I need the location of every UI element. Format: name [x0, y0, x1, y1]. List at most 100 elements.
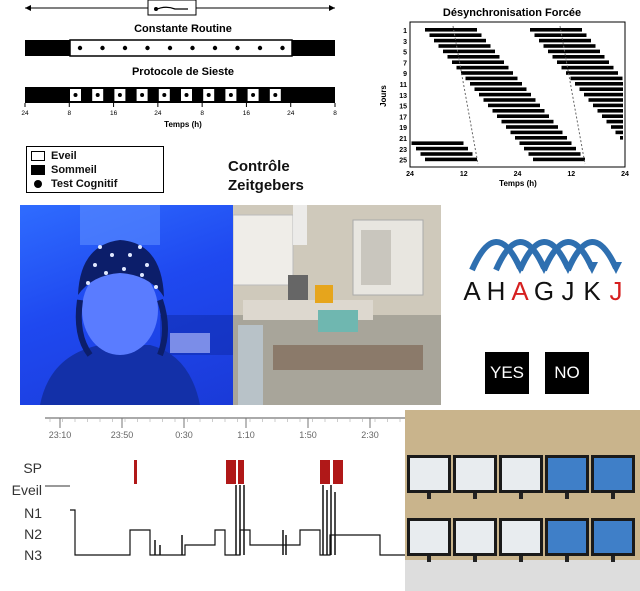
desync-day-label: 5 [403, 50, 407, 57]
monitor-stand [611, 493, 615, 499]
desync-sleep-bar [515, 136, 567, 140]
desync-tick-label: 24 [406, 171, 414, 178]
monitor-screen [502, 458, 540, 490]
legend-box: Eveil Sommeil Test Cognitif [26, 146, 164, 193]
desync-sleep-bar [602, 114, 623, 118]
desync-sleep-bar [597, 109, 623, 113]
desync-sleep-bar [561, 65, 614, 70]
monitor-screen [502, 521, 540, 553]
sieste-title: Protocole de Sieste [132, 66, 234, 78]
sieste-dot [206, 93, 211, 97]
desync-sleep-bar [497, 114, 549, 118]
sieste-dot [73, 93, 78, 97]
routine-dot [235, 45, 240, 51]
desync-sleep-bar [470, 82, 522, 86]
sequence-letter: J [610, 276, 623, 306]
monitor-screen [410, 521, 448, 553]
sieste-dot [184, 93, 189, 97]
hypno-time-label: 1:10 [237, 430, 255, 440]
sieste-dot [117, 93, 122, 97]
desync-day-label: 1 [403, 28, 407, 35]
hypno-stage-label: N3 [24, 547, 42, 563]
desync-sleep-bar [425, 157, 477, 162]
desync-sleep-bar [465, 76, 518, 81]
desync-day-label: 15 [399, 104, 407, 111]
monitor-screen [456, 458, 494, 490]
sequence-letter: J [562, 276, 575, 306]
desync-sleep-bar [543, 44, 596, 48]
desync-day-label: 7 [403, 60, 407, 67]
sequence-letter: H [487, 276, 506, 306]
sequence-letter: A [463, 276, 481, 306]
dot-icon [34, 180, 42, 188]
monitor-stand [611, 556, 615, 562]
sieste-tick-label: 16 [243, 110, 251, 117]
sieste-dot [162, 93, 167, 97]
hypno-time-label: 23:50 [111, 430, 134, 440]
monitor-stand [519, 556, 523, 562]
desync-sleep-bar [566, 71, 618, 75]
yes-button-label: YES [489, 363, 525, 382]
legend-label: Eveil [51, 150, 77, 162]
desync-sleep-bar [411, 141, 464, 145]
desync-sleep-bar [488, 103, 540, 108]
desync-sleep-bar [519, 141, 572, 145]
desync-sleep-bar [483, 98, 536, 102]
no-button[interactable]: NO [545, 352, 589, 394]
sieste-dot [251, 93, 256, 97]
monitor-stand [427, 556, 431, 562]
monitor-screen [456, 521, 494, 553]
hypno-time-label: 2:30 [361, 430, 379, 440]
nback-arc [565, 239, 619, 272]
sequence-letter: A [511, 276, 529, 306]
desync-tick-label: 12 [567, 171, 575, 178]
routine-dot [212, 45, 218, 51]
routine-dot [167, 45, 173, 51]
desync-tick-label: 12 [460, 171, 468, 178]
sieste-dot [228, 93, 233, 97]
desync-sleep-bar [416, 146, 468, 151]
desync-title: Désynchronisation Forcée [443, 7, 581, 19]
hypno-time-label: 23:10 [49, 430, 72, 440]
desync-day-label: 17 [399, 114, 407, 121]
desync-sleep-bar [524, 146, 576, 151]
desync-day-label: 3 [403, 39, 407, 46]
yes-button[interactable]: YES [485, 352, 529, 394]
routine-dot [280, 45, 285, 51]
sieste-tick-label: 24 [154, 110, 162, 117]
desync-sleep-bar [434, 38, 486, 43]
rem-block [238, 460, 244, 484]
desync-day-label: 13 [399, 93, 407, 100]
desync-sleep-bar [539, 38, 591, 43]
black-swatch-icon [31, 165, 45, 175]
monitor-stand [519, 493, 523, 499]
monitor-stand [565, 556, 569, 562]
monitors-photo [405, 410, 640, 591]
desync-sleep-bar [557, 60, 609, 64]
desync-tick-label: 24 [514, 171, 522, 178]
protocol-svg: Constante Routine Protocole de Sieste 24… [21, 0, 337, 129]
eeg-figure [40, 205, 233, 405]
legend-item-sommeil: Sommeil [31, 163, 159, 177]
desync-sleep-bar [570, 76, 623, 81]
rem-block [134, 460, 137, 484]
arrow-down-icon [610, 262, 622, 274]
monitors-figure [405, 410, 640, 591]
no-button-label: NO [554, 363, 580, 382]
routine-dot [145, 45, 150, 51]
monitor-stand [427, 493, 431, 499]
legend-item-eveil: Eveil [31, 149, 159, 163]
sieste-dot [140, 93, 145, 97]
legend-label: Sommeil [51, 164, 97, 176]
monitor-stand [473, 556, 477, 562]
desync-tick-label: 24 [621, 171, 629, 178]
zeitgebers-line2: Zeitgebers [228, 177, 304, 194]
sequence-letter: K [583, 276, 601, 306]
desync-sleep-bar [479, 92, 531, 97]
desync-sleep-bar [611, 125, 623, 129]
lab-figure [233, 205, 441, 405]
